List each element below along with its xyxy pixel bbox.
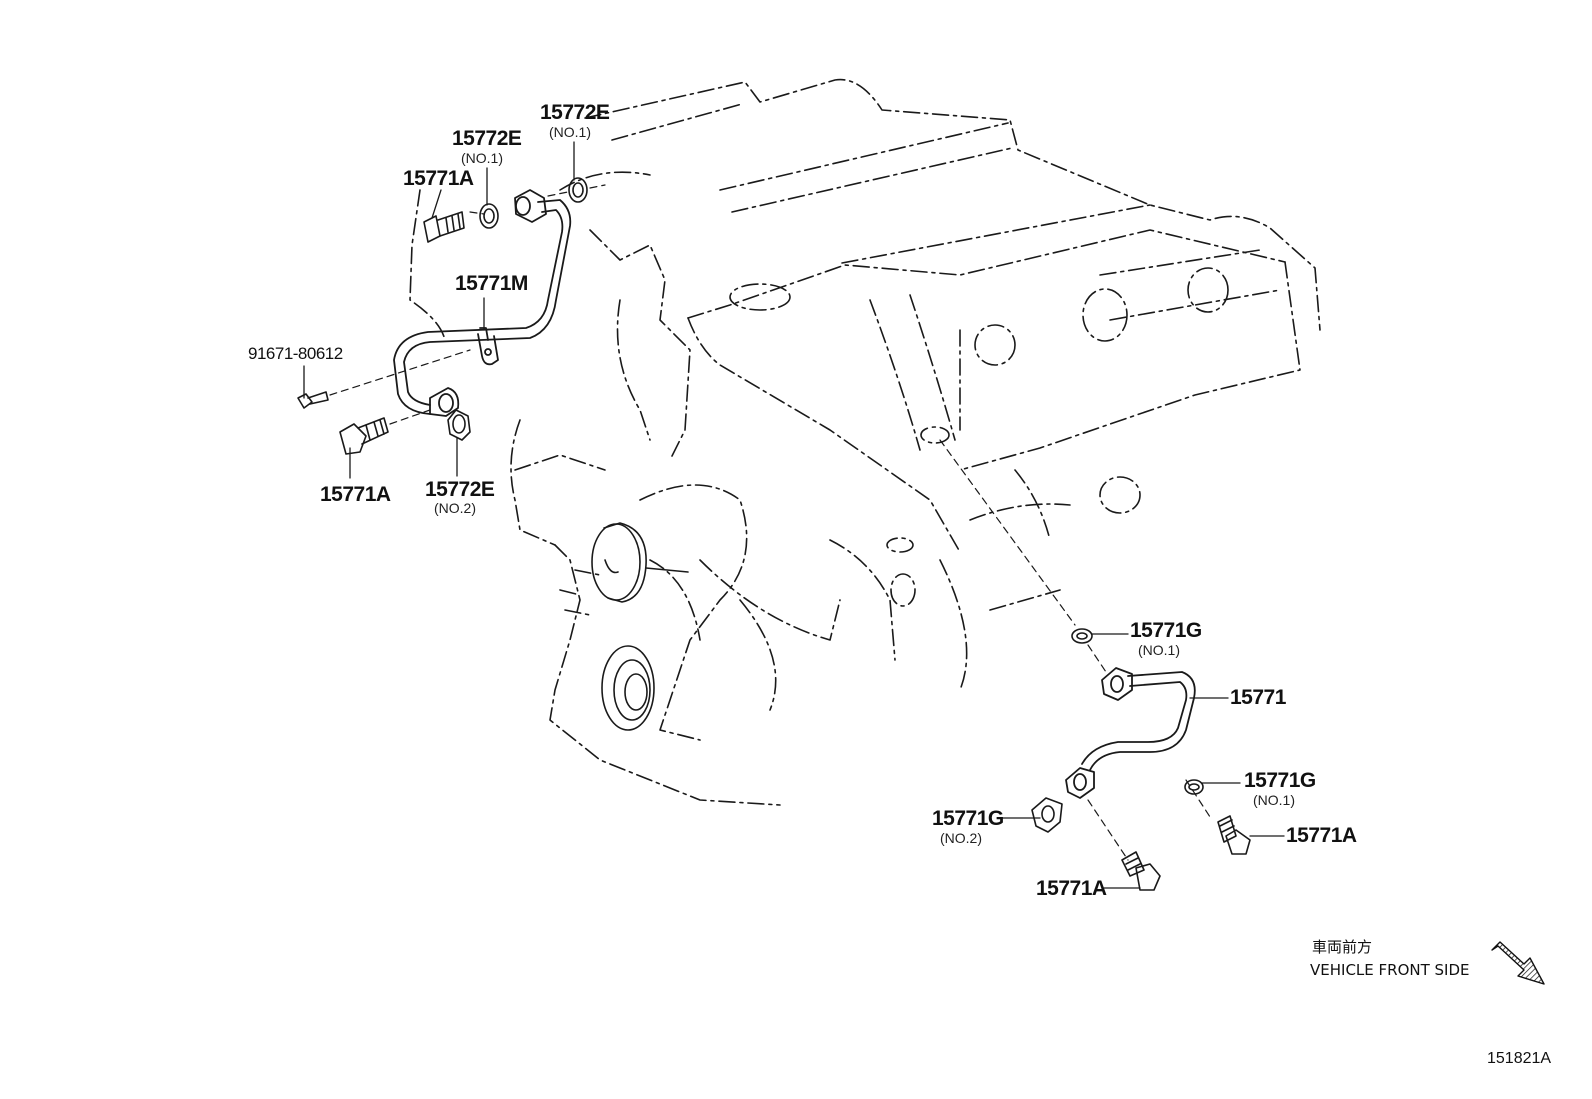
oil-pipe-upper	[393, 189, 572, 417]
label-15771a-right: 15771A	[1286, 824, 1357, 847]
leader-lines	[303, 141, 1285, 889]
label-15772e-second-sub: (NO.1)	[461, 150, 503, 166]
label-15771m: 15771M	[455, 272, 528, 295]
label-15772e-second: 15772E	[452, 127, 522, 150]
engine-block-outline	[409, 78, 1321, 806]
front-direction-arrow-icon	[1491, 941, 1545, 985]
gasket-lower-right	[1184, 779, 1204, 795]
union-bolt-upper	[423, 211, 465, 243]
figure-number: 151821A	[1487, 1050, 1552, 1067]
union-bolt-lower-left	[1121, 851, 1161, 891]
label-15772e-lower-sub: (NO.2)	[434, 500, 476, 516]
union-bolt-lower-right	[1217, 815, 1251, 855]
gasket-lower-left	[1031, 797, 1063, 833]
label-15771g-right-sub: (NO.1)	[1253, 792, 1295, 808]
assembly-lines-upper	[329, 184, 1076, 626]
label-15772e-top-sub: (NO.1)	[549, 124, 591, 140]
label-15771g-top: 15771G	[1130, 619, 1202, 642]
union-bolt-lower-left	[339, 417, 389, 455]
crank-seal	[601, 645, 655, 731]
assembly-lines-lower	[1087, 644, 1213, 861]
gasket-lower-top	[1071, 628, 1093, 644]
label-15771a-bottom: 15771A	[1036, 877, 1107, 900]
oil-pipe-lower	[1065, 667, 1196, 799]
label-15771a-top: 15771A	[403, 167, 474, 190]
vehicle-front-japanese: 車両前方	[1312, 938, 1373, 956]
pulley	[591, 522, 689, 603]
label-91671-80612: 91671-80612	[248, 344, 343, 363]
label-15772e-top: 15772E	[540, 101, 610, 124]
label-15771a-left: 15771A	[320, 483, 391, 506]
bolt-91671	[297, 391, 329, 409]
label-15772e-lower: 15772E	[425, 478, 495, 501]
gasket-upper-b	[568, 177, 588, 203]
label-15771g-left: 15771G	[932, 807, 1004, 830]
gasket-upper-c	[447, 409, 471, 441]
label-15771g-top-sub: (NO.1)	[1138, 642, 1180, 658]
label-15771g-right: 15771G	[1244, 769, 1316, 792]
vehicle-front-side-label: VEHICLE FRONT SIDE	[1310, 961, 1470, 979]
label-15771: 15771	[1230, 686, 1286, 709]
label-15771g-left-sub: (NO.2)	[940, 830, 982, 846]
gasket-upper-a	[479, 203, 499, 229]
